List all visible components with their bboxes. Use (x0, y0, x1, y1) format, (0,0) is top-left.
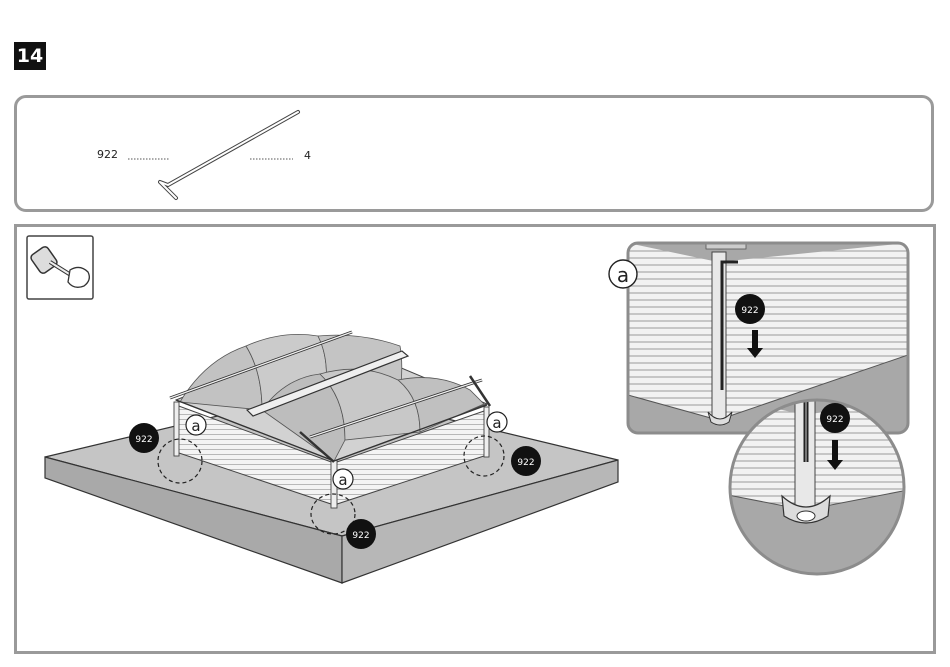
part-922-badge: 922 (129, 423, 159, 453)
detail-marker-a: a (609, 260, 637, 288)
svg-text:a: a (617, 263, 629, 287)
part-922-badge: 922 (346, 519, 376, 549)
svg-text:a: a (191, 417, 200, 435)
part-code-label: 922 (97, 148, 118, 161)
part-922-badge: 922 (741, 306, 758, 316)
svg-text:922: 922 (352, 531, 369, 541)
svg-text:922: 922 (135, 435, 152, 445)
svg-text:922: 922 (517, 458, 534, 468)
detail-marker-a: a (487, 412, 507, 432)
detail-marker-a: a (186, 415, 206, 435)
part-quantity-label: 4 (304, 149, 311, 162)
svg-text:a: a (492, 414, 501, 432)
detail-marker-a: a (333, 469, 353, 489)
part-922-badge: 922 (511, 446, 541, 476)
detail-zoom-a: 922 (628, 243, 908, 433)
hex-key-part (160, 112, 298, 198)
svg-text:a: a (338, 471, 347, 489)
mallet-icon (27, 236, 93, 299)
part-922-badge: 922 (826, 415, 843, 425)
